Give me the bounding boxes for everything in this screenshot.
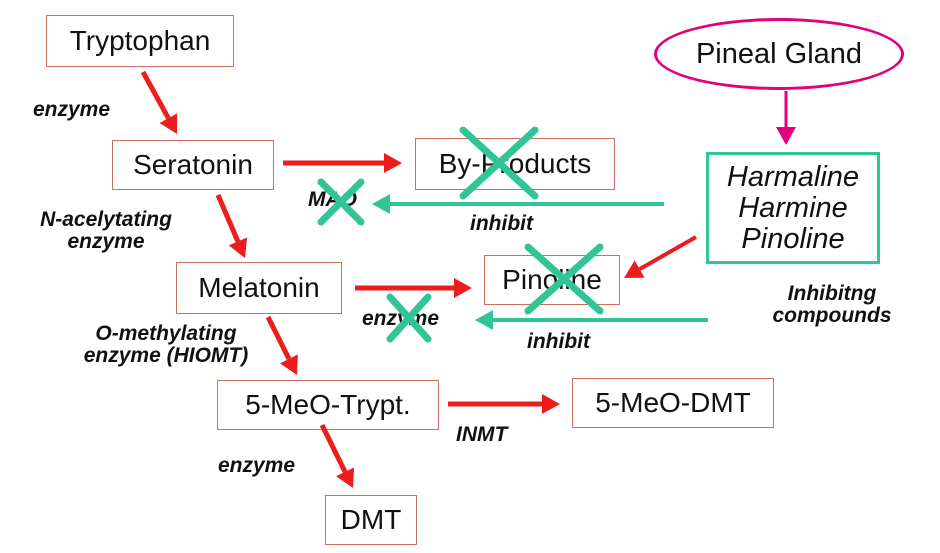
arrow-melatonin-to-5-meo-trypt xyxy=(265,315,298,375)
label-enzyme-3: enzyme xyxy=(362,307,440,330)
arrow-seratonin-to-by-products xyxy=(283,153,402,173)
label-o-methylating: O-methylating enzyme (HIOMT) xyxy=(56,323,276,367)
label-n-acetylating-line2: enzyme xyxy=(67,230,145,253)
arrow-inhibitors-to-pinoline xyxy=(624,235,697,278)
label-inmt: INMT xyxy=(456,423,508,446)
node-pineal-gland: Pineal Gland xyxy=(654,18,904,90)
arrow-seratonin-to-melatonin xyxy=(215,194,248,258)
inhibitor-harmaline: Harmaline xyxy=(726,160,860,193)
node-5-meo-dmt: 5-MeO-DMT xyxy=(572,378,774,428)
label-enzyme-2: enzyme xyxy=(218,454,296,477)
cross-enzyme xyxy=(386,293,432,343)
cross-mao xyxy=(317,178,365,226)
label-o-methylating-line1: O-methylating xyxy=(95,322,237,345)
node-seratonin: Seratonin xyxy=(112,140,274,190)
label-inhibiting-compounds: Inhibitng compounds xyxy=(762,283,902,327)
cross-pinoline xyxy=(524,243,604,315)
label-inhibit-2: inhibit xyxy=(527,330,590,353)
inhibitor-pinoline: Pinoline xyxy=(741,222,845,255)
inhibitor-harmine: Harmine xyxy=(738,191,848,224)
node-melatonin: Melatonin xyxy=(176,262,342,314)
arrow-inhibit-mao xyxy=(372,194,664,214)
label-n-acetylating: N-acelytating enzyme xyxy=(36,209,176,253)
arrow-5-meo-trypt-to-dmt xyxy=(319,423,355,488)
node-tryptophan: Tryptophan xyxy=(46,15,234,67)
label-inhibit-1: inhibit xyxy=(470,212,533,235)
arrow-inhibit-enzyme xyxy=(475,310,708,330)
node-inhibitor-compounds: Harmaline Harmine Pinoline xyxy=(706,152,880,264)
arrow-pineal-to-inhibitors xyxy=(776,91,796,145)
label-enzyme-1: enzyme xyxy=(33,98,111,121)
label-inhibiting-line1: Inhibitng xyxy=(787,282,877,305)
cross-by-products xyxy=(459,126,539,200)
node-dmt: DMT xyxy=(325,495,417,545)
label-n-acetylating-line1: N-acelytating xyxy=(40,208,172,231)
node-5-meo-trypt: 5-MeO-Trypt. xyxy=(217,380,439,430)
arrow-tryptophan-to-seratonin xyxy=(140,70,178,134)
arrow-melatonin-to-pinoline xyxy=(355,278,472,298)
label-o-methylating-line2: enzyme (HIOMT) xyxy=(83,344,249,367)
arrow-5-meo-trypt-to-5-meo-dmt xyxy=(448,394,560,414)
label-inhibiting-line2: compounds xyxy=(772,304,892,327)
